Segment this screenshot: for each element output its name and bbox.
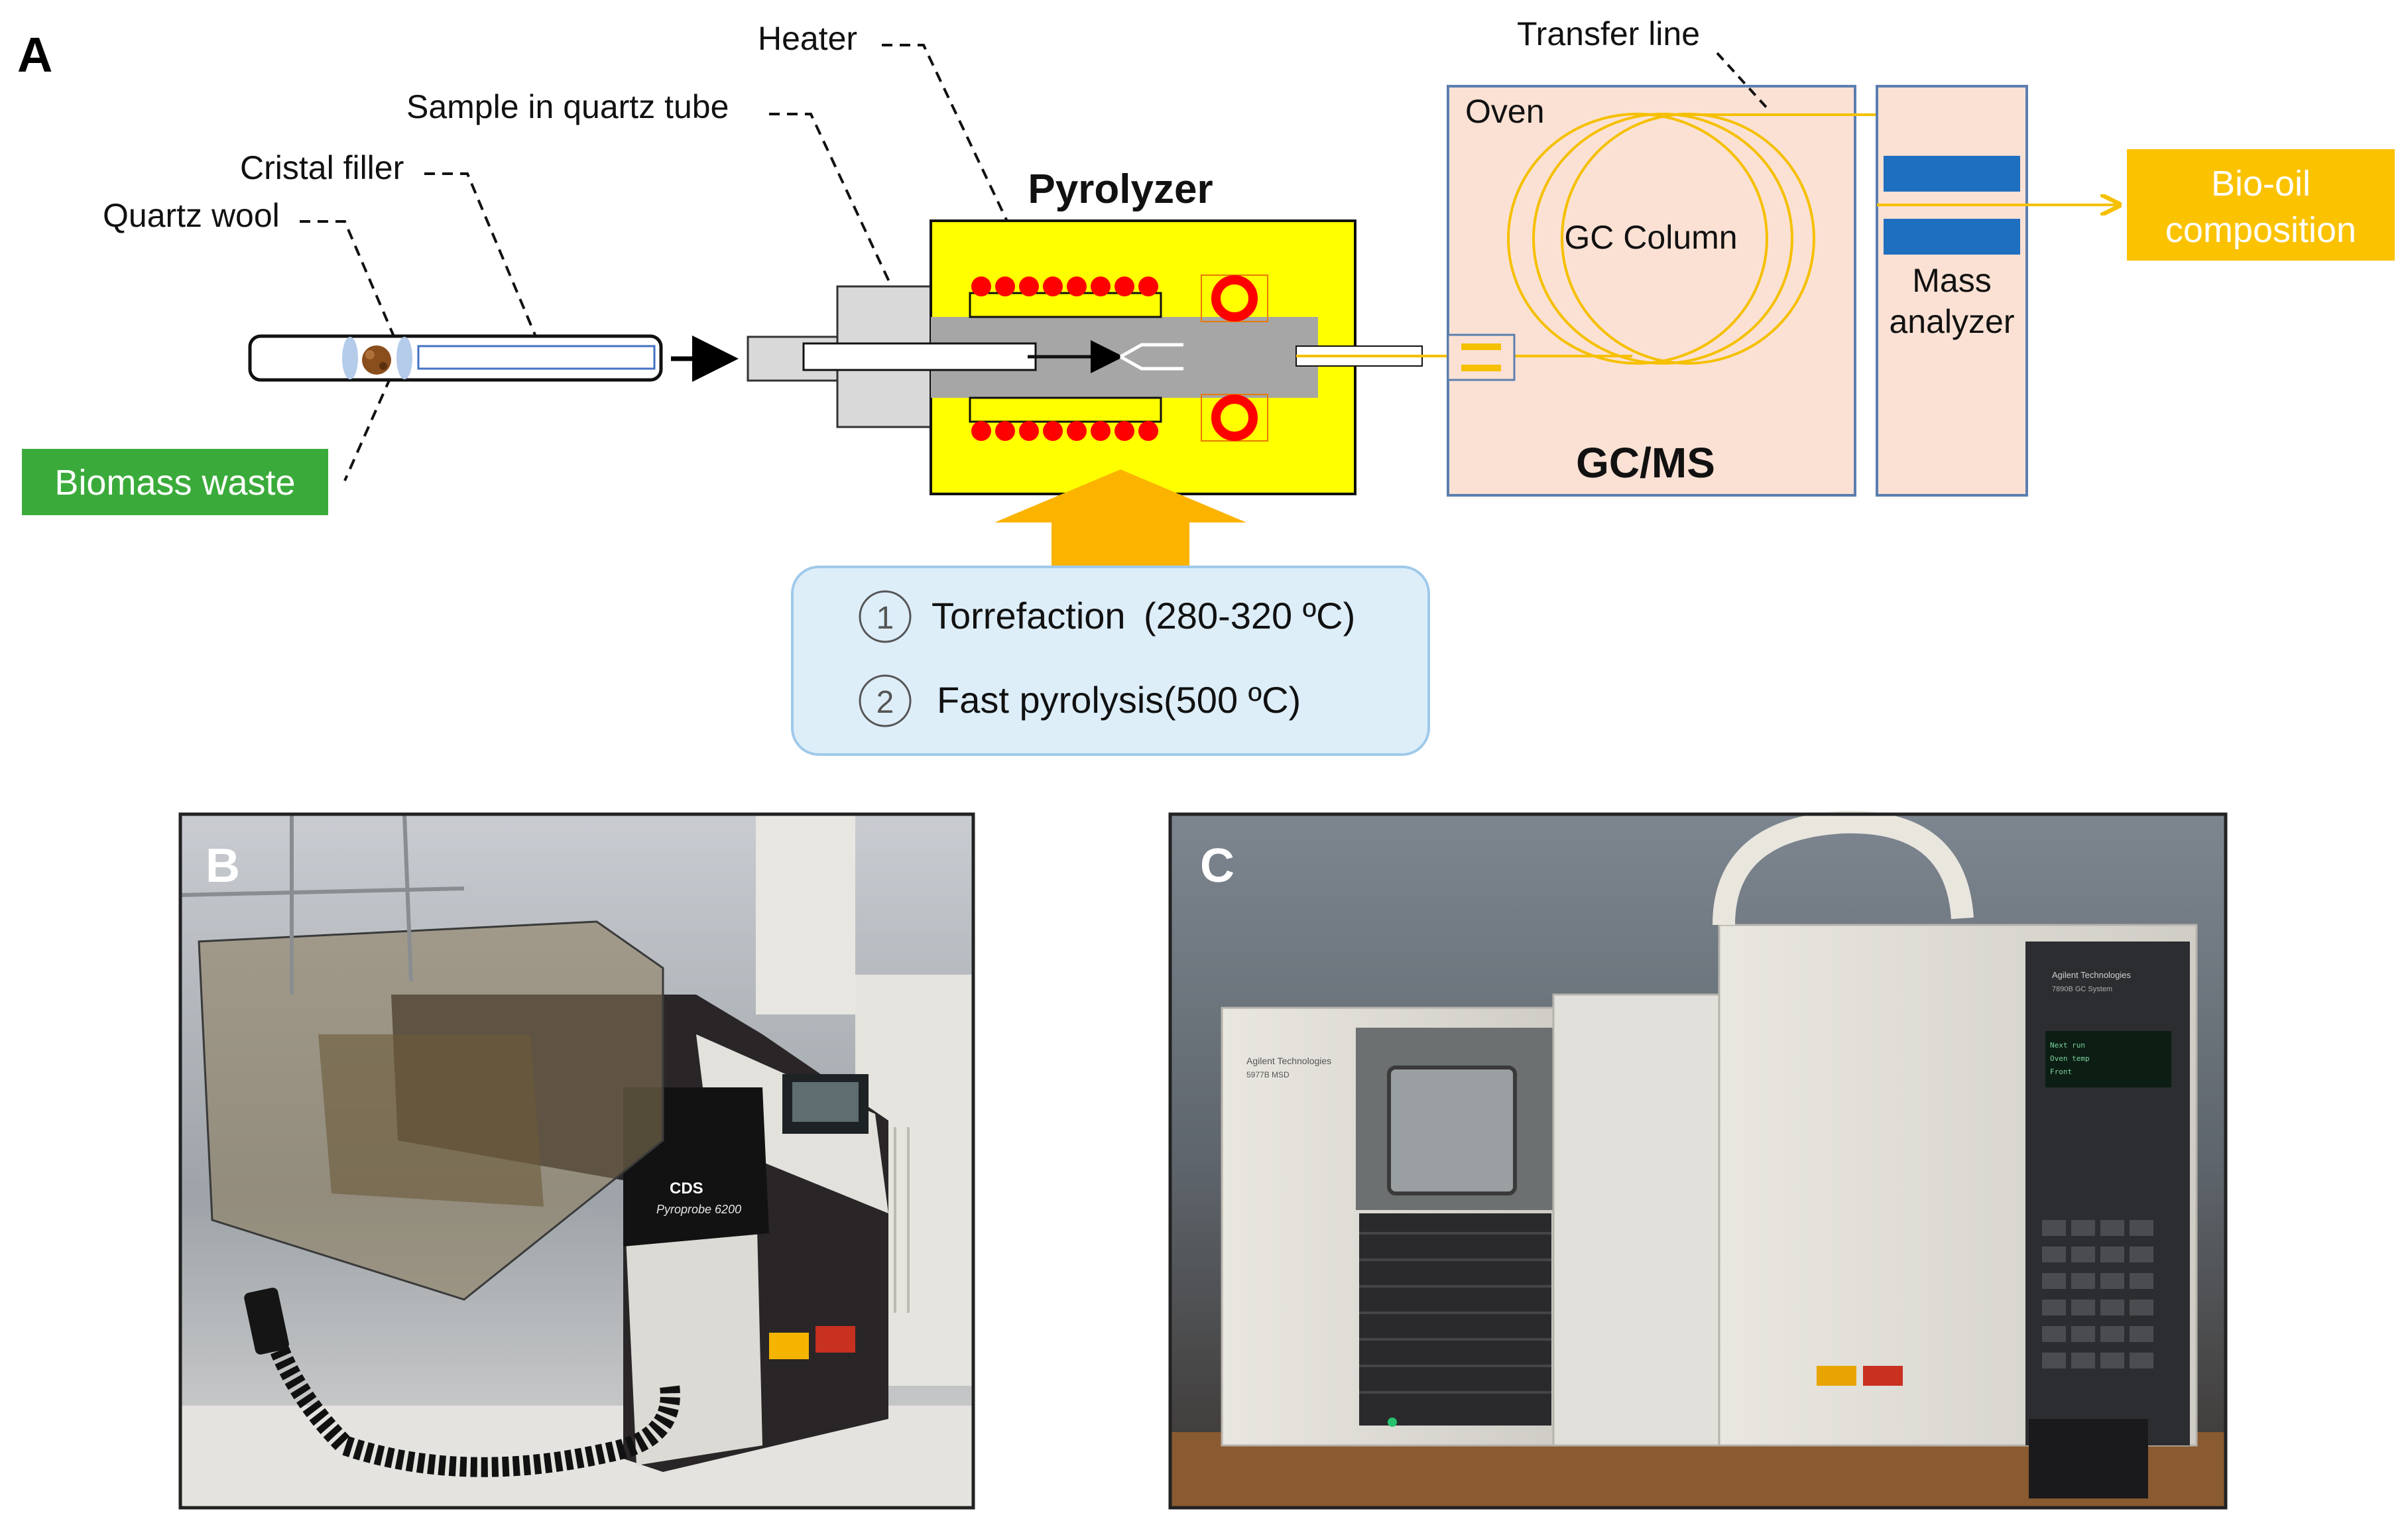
condition-1-value: (280-320 ºC) [1144, 595, 1355, 637]
condition-1-number: 1 [876, 601, 894, 636]
gc-column-coil [1462, 114, 1897, 365]
heater-coils-bottom [971, 421, 1158, 441]
label-oven: Oven [1465, 93, 1545, 130]
label-mass-line1: Mass [1912, 262, 1991, 299]
svg-text:Front: Front [2050, 1067, 2072, 1076]
bio-oil-line2: composition [2165, 210, 2356, 250]
label-sample-in-quartz-tube: Sample in quartz tube [406, 88, 729, 125]
pyrolyzer-title: Pyrolyzer [1028, 166, 1213, 212]
leader-lines [300, 44, 1036, 481]
label-cristal-filler: Cristal filler [240, 149, 404, 186]
leader-cristal [424, 172, 545, 356]
leader-sample [769, 113, 926, 359]
label-heater: Heater [758, 20, 857, 57]
mass-plate-bottom [1884, 219, 2020, 255]
photo-b-brand: CDS [670, 1180, 703, 1197]
biomass-waste-box [22, 449, 328, 515]
photo-c-gc-model: 7890B GC System [2052, 985, 2112, 993]
condition-2: 2 Fast pyrolysis (500 ºC) [859, 674, 1301, 727]
label-mass-line2: analyzer [1890, 303, 2015, 340]
conditions-box [791, 566, 1430, 756]
condition-2-value: (500 ºC) [1164, 679, 1301, 721]
quartz-tube-sample [248, 334, 663, 382]
heating-arrow [994, 469, 1246, 576]
label-transfer-line: Transfer line [1517, 15, 1700, 52]
gc-injector [1447, 334, 1516, 381]
condition-2-number: 2 [876, 685, 894, 720]
leader-quartz-wool [300, 220, 403, 481]
panel-a-letter: A [17, 27, 52, 82]
photo-c-ms-model: 5977B MSD [1246, 1070, 1290, 1079]
biomass-waste-label: Biomass waste [54, 463, 295, 503]
svg-text:Next run: Next run [2050, 1041, 2085, 1050]
photo-c-gc-brand: Agilent Technologies [2052, 970, 2132, 980]
leader-heater [882, 44, 1036, 279]
label-quartz-wool: Quartz wool [103, 197, 280, 234]
photo-c-ms-brand: Agilent Technologies [1246, 1056, 1331, 1066]
gcms-title: GC/MS [1576, 439, 1715, 487]
mass-plate-top [1884, 156, 2020, 192]
photo-b-letter: B [206, 839, 240, 892]
heater-coils-top [971, 276, 1158, 296]
bio-oil-line1: Bio-oil [2211, 164, 2311, 204]
mass-analyzer-box [1876, 85, 2028, 497]
label-gc-column: GC Column [1564, 219, 1737, 256]
photo-pyrolyzer: CDS Pyroprobe 6200 B [178, 812, 975, 1510]
photo-gcms: Agilent Technologies 5977B MSD Next runO… [1168, 810, 2228, 1510]
photo-c-letter: C [1200, 839, 1234, 892]
condition-1-name: Torrefaction [932, 595, 1126, 637]
condition-1: 1 Torrefaction (280-320 ºC) [859, 590, 1355, 643]
bio-oil-box [2127, 149, 2395, 261]
svg-text:Oven temp: Oven temp [2050, 1054, 2090, 1063]
gc-oven-box [1447, 85, 1856, 497]
pyrolyzer [747, 219, 1452, 495]
leader-transfer-line [1716, 52, 1770, 111]
condition-2-name: Fast pyrolysis [937, 679, 1164, 721]
photo-b-model: Pyroprobe 6200 [656, 1203, 741, 1216]
